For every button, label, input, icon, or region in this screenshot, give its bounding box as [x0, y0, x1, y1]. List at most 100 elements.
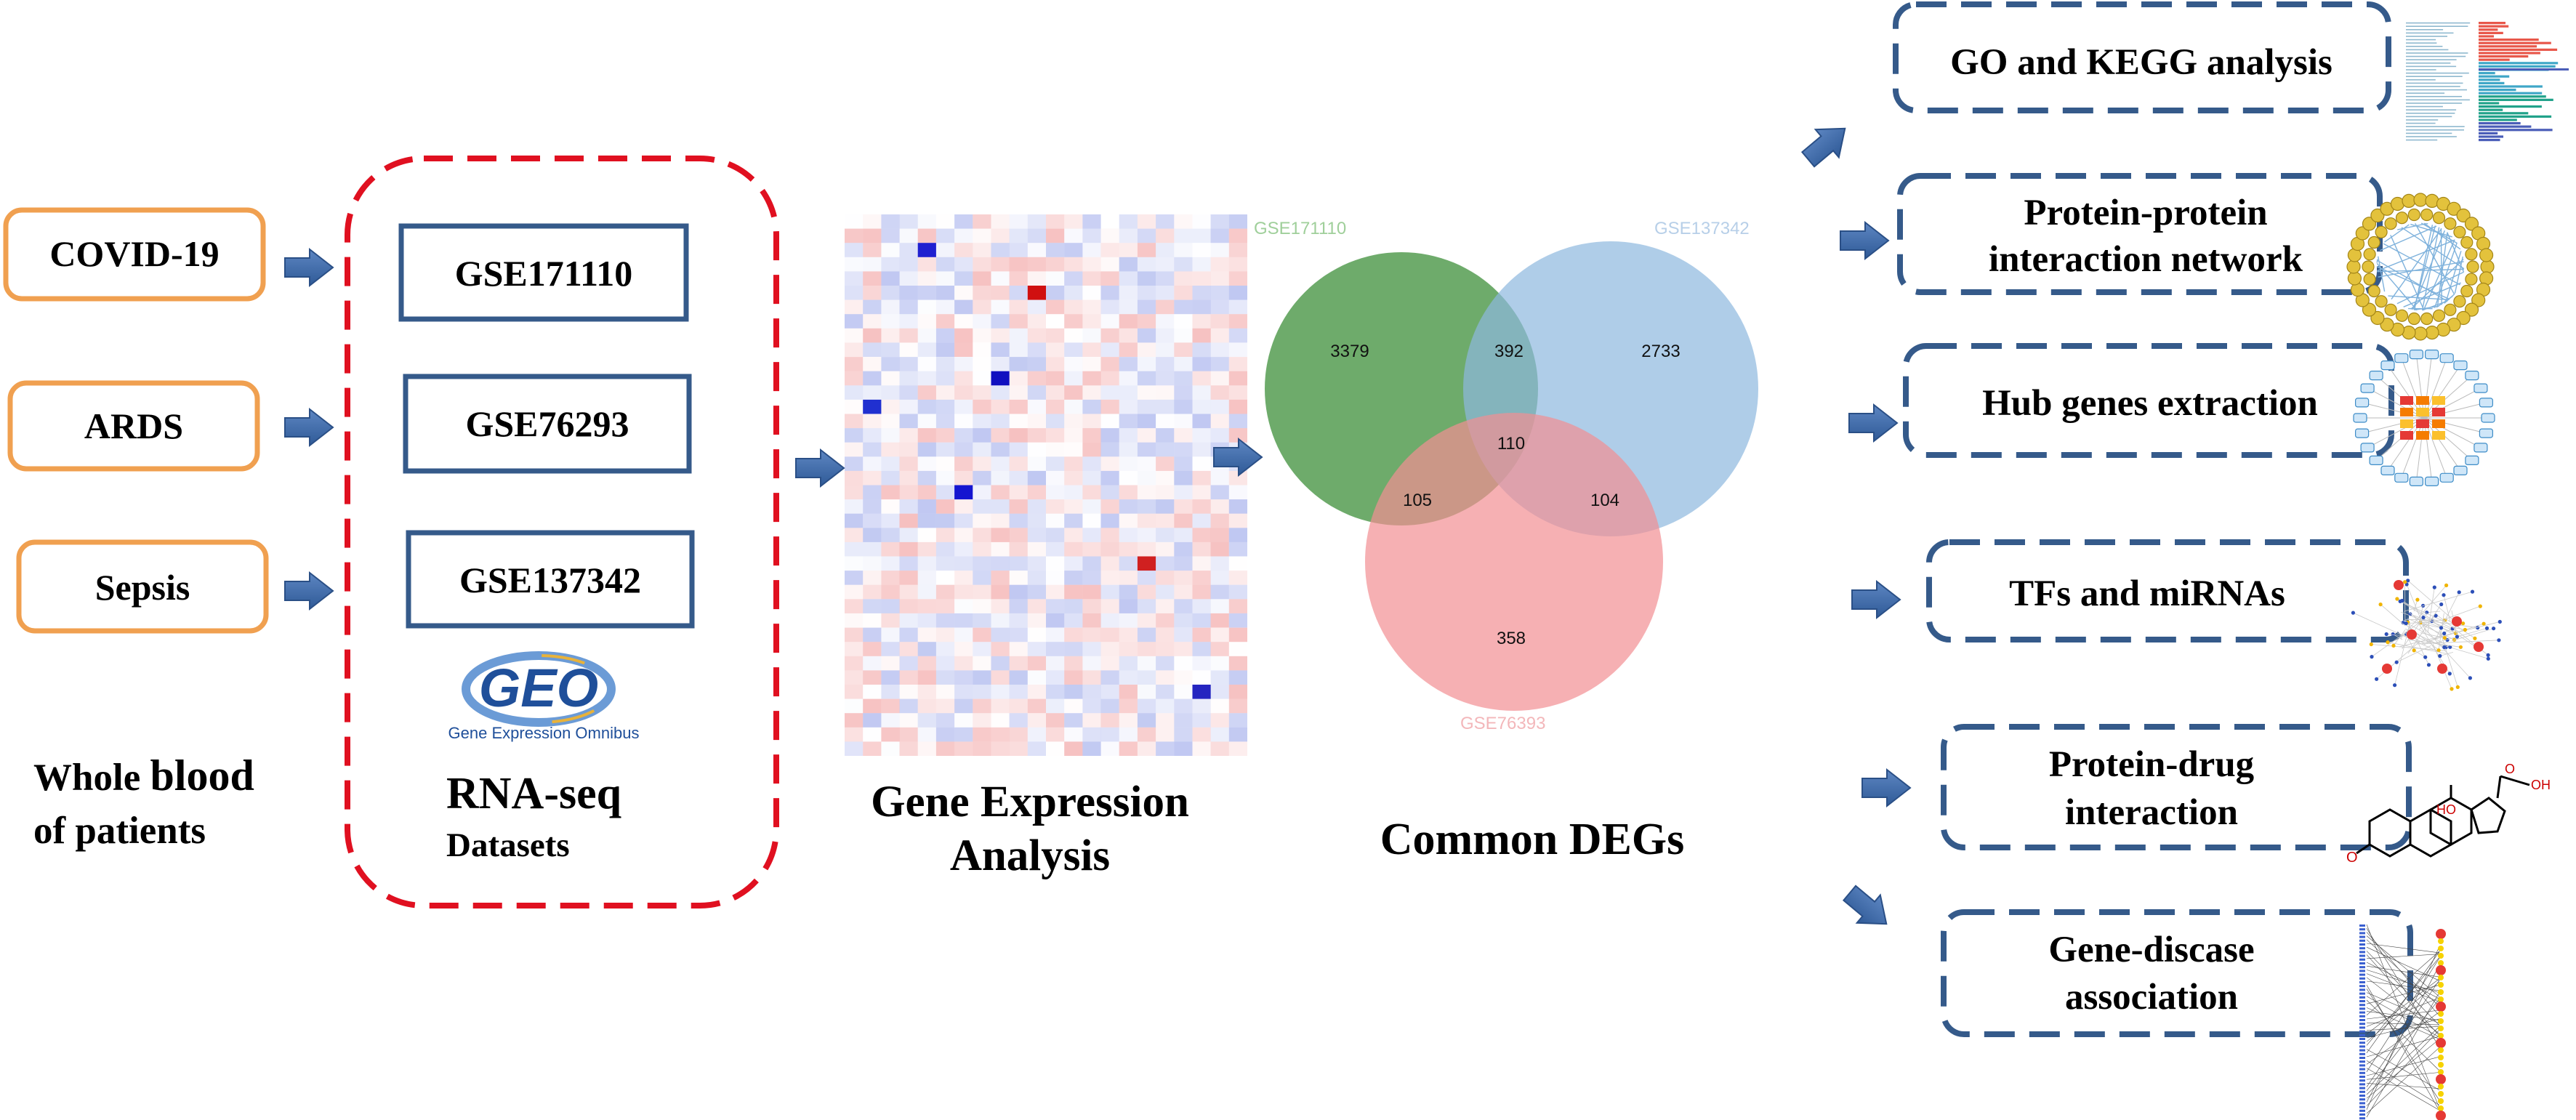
node: [2486, 656, 2490, 661]
heatmap-cell: [935, 314, 955, 329]
bar-label: [2406, 109, 2457, 110]
heatmap-cell: [917, 613, 936, 628]
heatmap-cell: [1009, 328, 1028, 343]
heatmap-cell: [991, 399, 1010, 414]
heatmap-cell: [1156, 556, 1175, 571]
node: [2453, 465, 2468, 476]
heatmap-cell: [1119, 513, 1138, 528]
heatmap-cell: [935, 485, 955, 500]
gene-node: [2359, 1045, 2365, 1048]
heatmap-cell: [1210, 727, 1229, 742]
heatmap-cell: [899, 271, 918, 286]
heatmap-cell: [1156, 584, 1175, 600]
bar: [2479, 118, 2517, 121]
analysis-box: [1941, 724, 2412, 850]
heatmap-cell: [991, 442, 1010, 457]
heatmap-cell: [1027, 399, 1046, 414]
heatmap-cell: [1192, 314, 1211, 329]
node: [2395, 309, 2409, 322]
heatmap-cell: [1082, 713, 1101, 728]
heatmap-cell: [1174, 385, 1193, 400]
heatmap-cell: [1027, 228, 1046, 243]
heatmap-cell: [1027, 328, 1046, 343]
node: [2455, 685, 2460, 690]
edge: [2366, 1010, 2440, 1020]
heatmap-cell: [1228, 328, 1247, 343]
heatmap-cell: [935, 328, 955, 343]
analysis-box: [1893, 1, 2391, 113]
analysis-label: Protein-drug: [2049, 744, 2254, 785]
edge: [2366, 992, 2440, 1024]
heatmap-cell: [991, 271, 1010, 286]
heatmap-cell: [917, 571, 936, 585]
heatmap-cell: [1119, 428, 1138, 443]
heatmap-cell: [1119, 698, 1138, 714]
gene-node: [2359, 1090, 2365, 1093]
heatmap-cell: [935, 371, 955, 386]
heatmap-cell: [954, 584, 973, 600]
heatmap-cell: [1119, 357, 1138, 371]
heatmap-cell: [881, 541, 900, 557]
node: [2375, 677, 2379, 681]
heatmap-cell: [917, 399, 936, 414]
heatmap-cell: [1119, 685, 1138, 699]
heatmap-cell: [1228, 541, 1247, 557]
edge: [2366, 1026, 2440, 1095]
node: [2420, 208, 2434, 222]
heatmap-cell: [881, 613, 900, 628]
heatmap-cell: [1064, 329, 1082, 343]
heatmap-cell: [1228, 656, 1247, 671]
heatmap-cell: [1137, 214, 1156, 229]
heatmap-cell: [1228, 613, 1247, 628]
bar: [2479, 25, 2509, 28]
heatmap-cell: [1009, 371, 1028, 386]
node: [2492, 627, 2496, 631]
heatmap-cell: [1064, 685, 1083, 699]
bar-label: [2406, 92, 2445, 94]
heatmap-cell: [917, 243, 936, 257]
node: [2407, 312, 2420, 326]
heatmap-cell: [1119, 442, 1138, 457]
edge: [2423, 633, 2444, 645]
heatmap-cell: [845, 685, 864, 699]
heatmap-cell: [1064, 642, 1083, 656]
bar: [2479, 115, 2552, 118]
node: [2434, 613, 2438, 618]
heatmap-cell: [845, 299, 864, 315]
heatmap-cell: [1137, 571, 1156, 585]
gene-node: [2359, 1079, 2365, 1082]
heatmap-cell: [1100, 698, 1119, 714]
heatmap-cell: [881, 599, 900, 613]
heatmap-cell: [845, 470, 864, 486]
bar-label: [2406, 65, 2457, 68]
heatmap-cell: [881, 399, 900, 414]
arrow-right-icon: [1851, 581, 1901, 619]
heatmap-cell: [973, 713, 991, 728]
heatmap-cell: [1228, 342, 1247, 357]
disease-node: [2438, 1105, 2444, 1111]
bar-label: [2406, 59, 2457, 60]
heatmap-cell: [1046, 271, 1064, 286]
heatmap-cell: [863, 399, 882, 414]
bar-label: [2406, 102, 2463, 104]
node: [2394, 660, 2399, 664]
edge: [2376, 266, 2450, 300]
heatmap-cell: [1174, 342, 1193, 357]
heatmap-cell: [936, 685, 954, 699]
gene-node: [2359, 1068, 2365, 1071]
heatmap-cell: [1027, 485, 1046, 500]
node: [2351, 611, 2355, 615]
heatmap-cell: [1082, 257, 1101, 272]
node: [2363, 273, 2376, 286]
heatmap-cell: [881, 499, 899, 514]
heatmap-cell: [1229, 557, 1247, 571]
heatmap-cell: [1174, 485, 1193, 500]
heatmap-cell: [917, 371, 936, 386]
edge: [2366, 935, 2440, 997]
heatmap-cell: [1210, 271, 1229, 286]
heatmap-cell: [1046, 670, 1065, 685]
edge: [2366, 1039, 2440, 1099]
heatmap-cell: [845, 670, 864, 685]
hub-node: [2452, 616, 2462, 627]
node: [2461, 621, 2466, 626]
